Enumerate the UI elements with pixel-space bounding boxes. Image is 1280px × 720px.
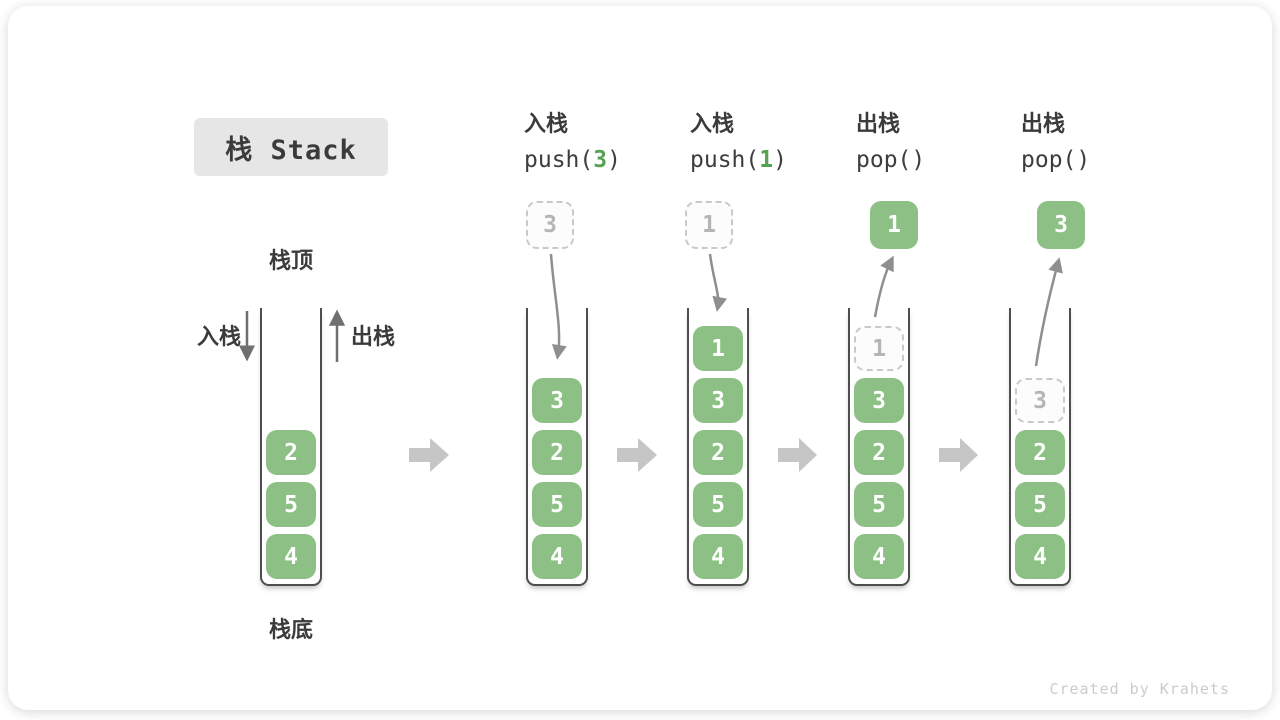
floating-item-push-3: 3 [526,201,574,249]
stack-item: 2 [854,430,904,475]
stack-item: 5 [693,482,743,527]
stack-item: 3 [854,378,904,423]
step-arrow-4 [939,438,978,472]
push-curve-arrow-state3 [708,253,728,312]
op-code-arg: 3 [593,147,608,173]
op-code: push(1) [690,147,787,173]
op-label: 出栈 [1021,112,1066,137]
stack-item: 2 [693,430,743,475]
stack-item: 2 [532,430,582,475]
op-code: push(3) [524,147,621,173]
title-badge: 栈 Stack [194,118,388,176]
stack-item: 4 [266,534,316,579]
floating-item-pop-3: 3 [1037,201,1085,249]
stack-item: 3 [693,378,743,423]
step-arrow-2 [617,438,657,472]
op-code: pop() [1021,147,1091,173]
stack-item: 1 [854,326,904,371]
stack-top-label: 栈顶 [268,249,313,274]
stack-item: 3 [532,378,582,423]
op-label: 入栈 [690,112,735,137]
stack-item: 2 [1015,430,1065,475]
stack-item: 5 [266,482,316,527]
op-code-arg: 1 [759,147,774,173]
stack-bottom-label: 栈底 [268,618,313,643]
op-code: pop() [856,147,926,173]
stack-item: 5 [1015,482,1065,527]
stack-item: 5 [532,482,582,527]
step-arrow-3 [778,438,817,472]
stack-item: 1 [693,326,743,371]
stack-item: 3 [1015,378,1065,423]
stack-item: 2 [266,430,316,475]
stack-item: 5 [854,482,904,527]
stack-item: 4 [1015,534,1065,579]
stack-item: 4 [693,534,743,579]
op-header-push-3: 入栈 push(3) [524,112,694,174]
watermark: Created by Krahets [1049,680,1230,698]
floating-item-push-1: 1 [685,201,733,249]
op-header-push-1: 入栈 push(1) [690,112,860,174]
op-label: 出栈 [856,112,901,137]
step-arrow-1 [409,438,449,472]
floating-item-pop-1: 1 [870,201,918,249]
push-side-label: 入栈 [196,325,241,350]
pop-side-label: 出栈 [351,325,396,350]
op-header-pop-3: 出栈 pop() [1021,112,1191,174]
stack-item: 4 [854,534,904,579]
op-label: 入栈 [524,112,569,137]
stack-item: 4 [532,534,582,579]
op-header-pop-1: 出栈 pop() [856,112,1026,174]
